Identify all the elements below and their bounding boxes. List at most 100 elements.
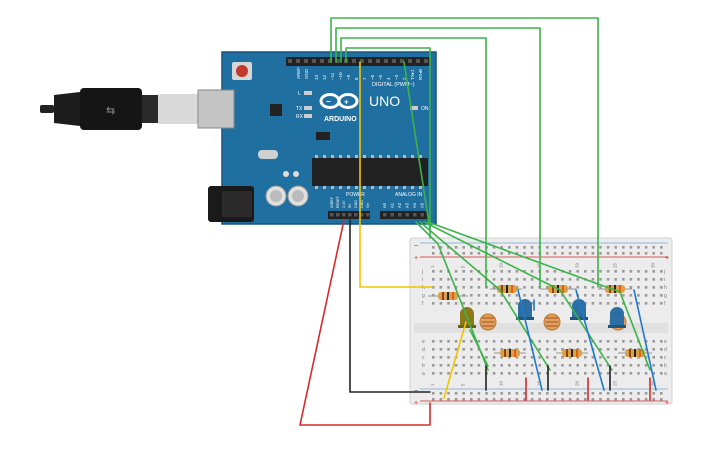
terminal-hole[interactable] bbox=[660, 364, 663, 367]
analog-pin-hole[interactable] bbox=[420, 213, 425, 217]
terminal-hole[interactable] bbox=[629, 356, 633, 359]
terminal-hole[interactable] bbox=[432, 348, 435, 351]
terminal-hole[interactable] bbox=[523, 372, 526, 375]
rail-hole[interactable] bbox=[447, 398, 450, 401]
terminal-hole[interactable] bbox=[599, 286, 602, 289]
terminal-hole[interactable] bbox=[492, 302, 496, 305]
terminal-hole[interactable] bbox=[546, 286, 549, 289]
rail-hole[interactable] bbox=[447, 246, 450, 249]
power-pin-hole[interactable] bbox=[336, 213, 340, 217]
rail-hole[interactable] bbox=[492, 246, 496, 249]
rail-hole[interactable] bbox=[644, 392, 648, 395]
terminal-hole[interactable] bbox=[454, 348, 458, 351]
rail-hole[interactable] bbox=[652, 398, 655, 401]
terminal-hole[interactable] bbox=[561, 364, 564, 367]
terminal-hole[interactable] bbox=[530, 294, 534, 297]
wire-blue-1[interactable] bbox=[517, 289, 543, 391]
terminal-hole[interactable] bbox=[553, 294, 557, 297]
rail-hole[interactable] bbox=[523, 252, 526, 255]
terminal-hole[interactable] bbox=[523, 348, 526, 351]
terminal-hole[interactable] bbox=[439, 364, 443, 367]
terminal-hole[interactable] bbox=[553, 278, 557, 281]
terminal-hole[interactable] bbox=[637, 372, 640, 375]
terminal-hole[interactable] bbox=[439, 340, 443, 343]
terminal-hole[interactable] bbox=[614, 270, 617, 273]
terminal-hole[interactable] bbox=[614, 340, 617, 343]
terminal-hole[interactable] bbox=[622, 294, 625, 297]
terminal-hole[interactable] bbox=[568, 340, 572, 343]
terminal-hole[interactable] bbox=[515, 294, 519, 297]
terminal-hole[interactable] bbox=[660, 294, 663, 297]
terminal-hole[interactable] bbox=[530, 286, 534, 289]
wire-green-a3[interactable] bbox=[427, 221, 651, 371]
rail-hole[interactable] bbox=[599, 246, 602, 249]
terminal-hole[interactable] bbox=[546, 294, 549, 297]
terminal-hole[interactable] bbox=[584, 356, 587, 359]
photoresistor-1[interactable] bbox=[479, 313, 497, 331]
rail-hole[interactable] bbox=[432, 398, 435, 401]
terminal-hole[interactable] bbox=[629, 286, 633, 289]
terminal-hole[interactable] bbox=[622, 278, 625, 281]
rail-hole[interactable] bbox=[508, 246, 511, 249]
terminal-hole[interactable] bbox=[606, 340, 610, 343]
terminal-hole[interactable] bbox=[470, 364, 473, 367]
digital-header[interactable] bbox=[286, 57, 430, 66]
terminal-hole[interactable] bbox=[515, 278, 519, 281]
terminal-hole[interactable] bbox=[515, 364, 519, 367]
terminal-hole[interactable] bbox=[492, 364, 496, 367]
terminal-hole[interactable] bbox=[454, 302, 458, 305]
terminal-hole[interactable] bbox=[553, 270, 557, 273]
terminal-hole[interactable] bbox=[485, 302, 488, 305]
led-blue-3[interactable] bbox=[608, 307, 626, 328]
terminal-hole[interactable] bbox=[432, 356, 435, 359]
terminal-hole[interactable] bbox=[454, 286, 458, 289]
rail-hole[interactable] bbox=[508, 398, 511, 401]
terminal-hole[interactable] bbox=[530, 356, 534, 359]
terminal-hole[interactable] bbox=[599, 270, 602, 273]
terminal-hole[interactable] bbox=[591, 356, 595, 359]
terminal-hole[interactable] bbox=[553, 302, 557, 305]
terminal-hole[interactable] bbox=[652, 340, 655, 343]
rail-hole[interactable] bbox=[492, 392, 496, 395]
rail-hole[interactable] bbox=[477, 252, 481, 255]
terminal-hole[interactable] bbox=[546, 270, 549, 273]
terminal-hole[interactable] bbox=[515, 356, 519, 359]
terminal-hole[interactable] bbox=[462, 364, 465, 367]
terminal-hole[interactable] bbox=[454, 270, 458, 273]
terminal-hole[interactable] bbox=[538, 294, 541, 297]
terminal-hole[interactable] bbox=[515, 302, 519, 305]
rail-hole[interactable] bbox=[546, 398, 549, 401]
rail-hole[interactable] bbox=[462, 392, 465, 395]
terminal-hole[interactable] bbox=[637, 270, 640, 273]
terminal-hole[interactable] bbox=[432, 340, 435, 343]
terminal-hole[interactable] bbox=[652, 302, 655, 305]
terminal-hole[interactable] bbox=[492, 270, 496, 273]
terminal-hole[interactable] bbox=[652, 364, 655, 367]
terminal-hole[interactable] bbox=[553, 364, 557, 367]
terminal-hole[interactable] bbox=[470, 356, 473, 359]
terminal-hole[interactable] bbox=[629, 294, 633, 297]
terminal-hole[interactable] bbox=[660, 302, 663, 305]
terminal-hole[interactable] bbox=[462, 278, 465, 281]
rail-hole[interactable] bbox=[599, 392, 602, 395]
rail-hole[interactable] bbox=[546, 252, 549, 255]
wire-green-1[interactable] bbox=[330, 17, 599, 288]
terminal-hole[interactable] bbox=[576, 278, 579, 281]
terminal-hole[interactable] bbox=[523, 278, 526, 281]
rail-hole[interactable] bbox=[629, 392, 633, 395]
terminal-hole[interactable] bbox=[599, 340, 602, 343]
rail-hole[interactable] bbox=[614, 252, 617, 255]
rail-hole[interactable] bbox=[439, 398, 443, 401]
terminal-hole[interactable] bbox=[637, 278, 640, 281]
terminal-hole[interactable] bbox=[454, 364, 458, 367]
terminal-hole[interactable] bbox=[470, 372, 473, 375]
rail-hole[interactable] bbox=[568, 252, 572, 255]
terminal-hole[interactable] bbox=[614, 348, 617, 351]
terminal-hole[interactable] bbox=[508, 302, 511, 305]
rail-hole[interactable] bbox=[660, 246, 663, 249]
rail-hole[interactable] bbox=[622, 392, 625, 395]
rail-hole[interactable] bbox=[637, 392, 640, 395]
terminal-hole[interactable] bbox=[606, 294, 610, 297]
terminal-hole[interactable] bbox=[538, 372, 541, 375]
